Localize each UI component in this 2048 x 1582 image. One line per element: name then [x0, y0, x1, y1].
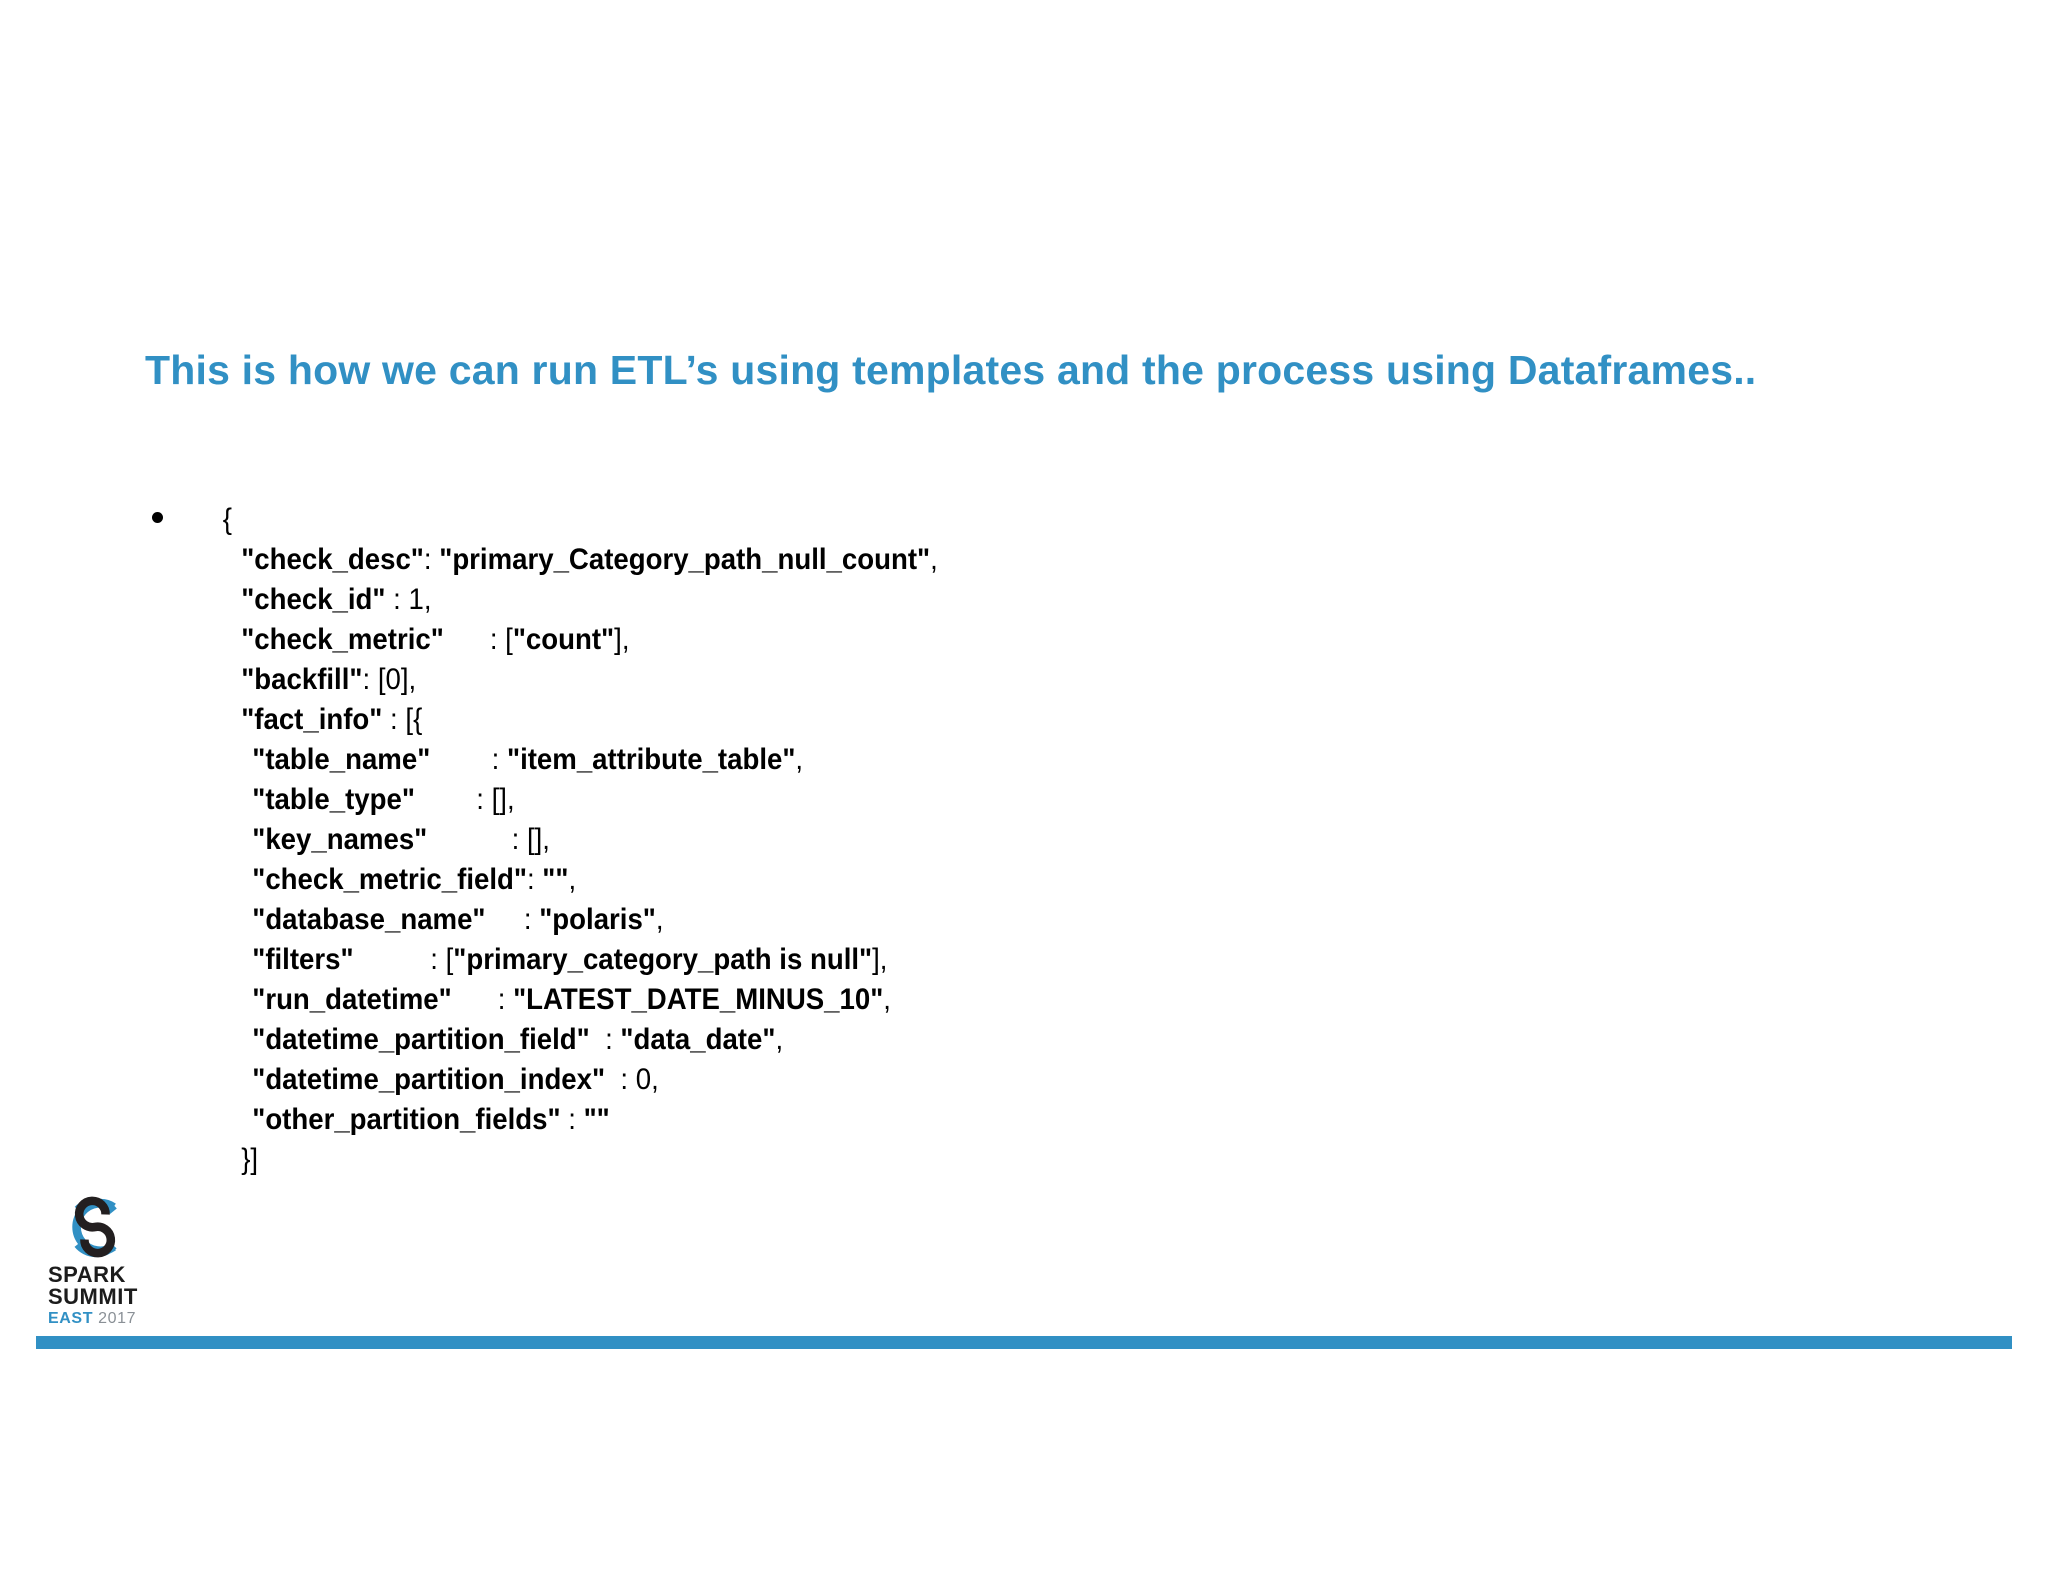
code-token-plain: , — [795, 743, 804, 776]
code-line: "fact_info" : [{ — [140, 700, 1704, 740]
code-token-key: "key_names" — [252, 823, 428, 856]
code-token-plain: { — [222, 503, 233, 536]
code-line: "datetime_partition_index" : 0, — [140, 1060, 1704, 1100]
logo-line-spark: SPARK — [48, 1262, 126, 1287]
bullet-dot-icon — [152, 512, 163, 523]
code-token-plain: ], — [872, 943, 888, 976]
spark-summit-swirl-icon — [62, 1192, 128, 1262]
code-token-plain: : [ — [443, 623, 513, 656]
code-line: "other_partition_fields" : "" — [140, 1100, 1704, 1140]
code-token-key: "check_metric" — [241, 623, 444, 656]
code-token-key: "datetime_partition_index" — [252, 1063, 606, 1096]
json-code-block: {"check_desc": "primary_Category_path_nu… — [140, 500, 1704, 1180]
code-token-plain: : 0, — [605, 1063, 659, 1096]
code-token-value: "count" — [512, 623, 615, 656]
code-token-key: "filters" — [252, 943, 354, 976]
code-line: }] — [140, 1140, 1704, 1180]
logo-line-summit: SUMMIT — [48, 1284, 138, 1309]
code-line: "table_type" : [], — [140, 780, 1704, 820]
code-line: "check_metric" : ["count"], — [140, 620, 1704, 660]
code-token-value: "data_date" — [620, 1023, 776, 1056]
code-token-plain: : [], — [427, 823, 550, 856]
code-token-plain: : [{ — [382, 703, 423, 736]
code-token-key: "other_partition_fields" — [252, 1103, 561, 1136]
code-line: "run_datetime" : "LATEST_DATE_MINUS_10", — [140, 980, 1704, 1020]
code-token-plain: : — [423, 543, 440, 576]
code-token-plain: : — [430, 743, 507, 776]
code-token-key: "database_name" — [252, 903, 486, 936]
page-title: This is how we can run ETL’s using templ… — [145, 347, 1757, 394]
code-token-plain: : [], — [414, 783, 515, 816]
code-line: { — [140, 500, 1704, 540]
code-token-value: "" — [542, 863, 569, 896]
code-line: "datetime_partition_field" : "data_date"… — [140, 1020, 1704, 1060]
code-token-value: "LATEST_DATE_MINUS_10" — [513, 983, 884, 1016]
list-item: {"check_desc": "primary_Category_path_nu… — [140, 500, 1840, 1180]
code-token-plain: , — [930, 543, 938, 576]
code-token-plain: : — [451, 983, 514, 1016]
code-line: "table_name" : "item_attribute_table", — [140, 740, 1704, 780]
code-token-key: "check_desc" — [241, 543, 424, 576]
code-token-plain: , — [775, 1023, 784, 1056]
code-token-plain: : [ — [353, 943, 454, 976]
code-token-key: "table_name" — [252, 743, 431, 776]
code-token-plain: : — [526, 863, 543, 896]
content-body: {"check_desc": "primary_Category_path_nu… — [140, 470, 1840, 1210]
logo-line-east-year: EAST 2017 — [48, 1309, 180, 1328]
code-token-value: "primary_category_path is null" — [453, 943, 873, 976]
code-line: "check_metric_field": "", — [140, 860, 1704, 900]
code-token-plain: : — [560, 1103, 584, 1136]
code-line: "filters" : ["primary_category_path is n… — [140, 940, 1704, 980]
code-token-plain: ], — [614, 623, 630, 656]
code-token-plain: }] — [241, 1143, 259, 1176]
code-line: "database_name" : "polaris", — [140, 900, 1704, 940]
code-line: "backfill": [0], — [140, 660, 1704, 700]
code-token-plain: : 1, — [385, 583, 432, 616]
code-token-plain: : [0], — [362, 663, 417, 696]
code-line: "check_id" : 1, — [140, 580, 1704, 620]
spark-summit-logo: SPARK SUMMIT EAST 2017 — [48, 1192, 180, 1327]
code-token-plain: , — [883, 983, 891, 1016]
code-token-value: "polaris" — [539, 903, 656, 936]
code-token-key: "check_id" — [241, 583, 386, 616]
code-token-value: "item_attribute_table" — [506, 743, 796, 776]
code-token-key: "check_metric_field" — [252, 863, 527, 896]
code-token-plain: , — [568, 863, 577, 896]
logo-wordmark: SPARK SUMMIT EAST 2017 — [48, 1264, 180, 1328]
code-token-key: "table_type" — [252, 783, 415, 816]
code-token-plain: : — [485, 903, 540, 936]
code-token-key: "datetime_partition_field" — [252, 1023, 590, 1056]
code-token-plain: : — [589, 1023, 621, 1056]
logo-east: EAST — [48, 1310, 94, 1327]
logo-year: 2017 — [98, 1310, 137, 1327]
code-token-key: "backfill" — [241, 663, 363, 696]
code-line: "check_desc": "primary_Category_path_nul… — [140, 540, 1704, 580]
code-token-key: "run_datetime" — [252, 983, 452, 1016]
code-token-key: "fact_info" — [241, 703, 383, 736]
code-token-value: "" — [583, 1103, 610, 1136]
code-line: "key_names" : [], — [140, 820, 1704, 860]
code-token-value: "primary_Category_path_null_count" — [439, 543, 931, 576]
code-token-plain: , — [655, 903, 664, 936]
footer-accent-bar — [36, 1336, 2012, 1349]
